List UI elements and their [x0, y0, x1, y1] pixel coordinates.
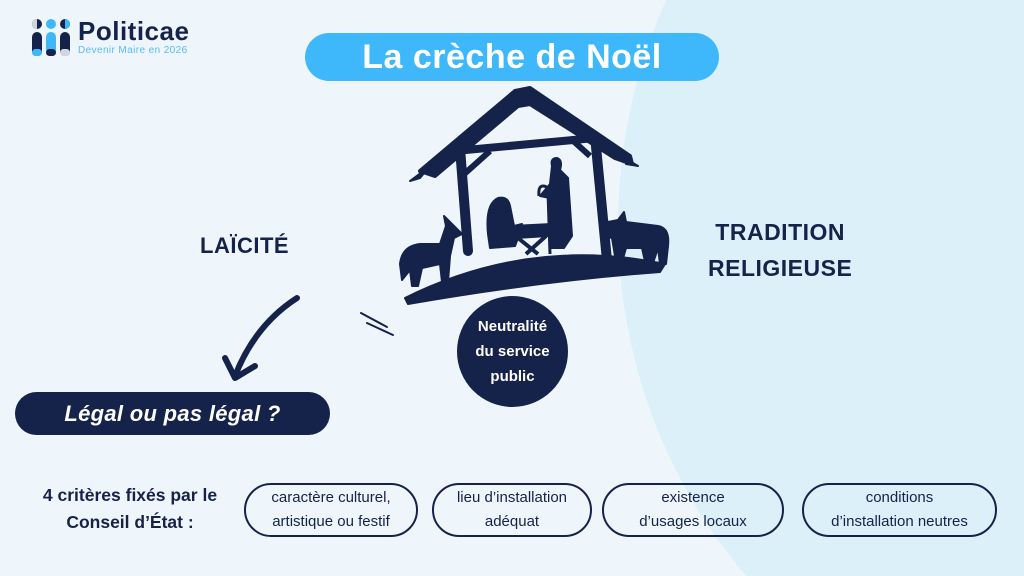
criterion-text: d’installation neutres: [831, 513, 968, 530]
criterion-local-customs: existence d’usages locaux: [602, 483, 784, 537]
laicite-label: LAÏCITÉ: [200, 233, 290, 258]
neutrality-line2: du service: [475, 343, 550, 360]
legal-question-banner: Légal ou pas légal ?: [15, 392, 330, 435]
logo-tagline: Devenir Maire en 2026: [78, 45, 188, 56]
criterion-text: existence: [661, 489, 725, 506]
motion-lines-icon: [360, 312, 394, 336]
background-circle: [618, 0, 1024, 576]
criteria-label-line1: 4 critères fixés par le: [42, 485, 218, 505]
tradition-line2: RELIGIEUSE: [708, 255, 853, 281]
logo-name: Politicae: [78, 16, 190, 46]
criterion-text: caractère culturel,: [271, 489, 391, 506]
criteria-label-line2: Conseil d’État :: [66, 512, 194, 532]
criterion-text: adéquat: [484, 513, 540, 530]
neutrality-line1: Neutralité: [477, 318, 548, 335]
criteria-label: 4 critères fixés par le Conseil d’État :: [15, 482, 245, 536]
criterion-text: artistique ou festif: [272, 513, 390, 530]
criterion-cultural: caractère culturel, artistique ou festif: [244, 483, 418, 537]
curved-arrow-icon: [222, 295, 300, 381]
neutrality-line3: public: [490, 368, 535, 385]
criterion-neutral-conditions: conditions d’installation neutres: [802, 483, 997, 537]
neutrality-fulcrum: Neutralité du service public: [457, 296, 568, 407]
page-title: La crèche de Noël: [305, 33, 719, 81]
tradition-religieuse-label: TRADITION RELIGIEUSE: [708, 214, 852, 286]
criterion-text: conditions: [865, 489, 934, 506]
tradition-line1: TRADITION: [715, 219, 846, 245]
criterion-location: lieu d’installation adéquat: [432, 483, 592, 537]
criterion-text: lieu d’installation: [456, 489, 568, 506]
logo[interactable]: Politicae Devenir Maire en 2026: [30, 18, 189, 58]
logo-icon: [32, 19, 70, 56]
criterion-text: d’usages locaux: [639, 513, 747, 530]
nativity-scene-icon: [399, 86, 670, 305]
